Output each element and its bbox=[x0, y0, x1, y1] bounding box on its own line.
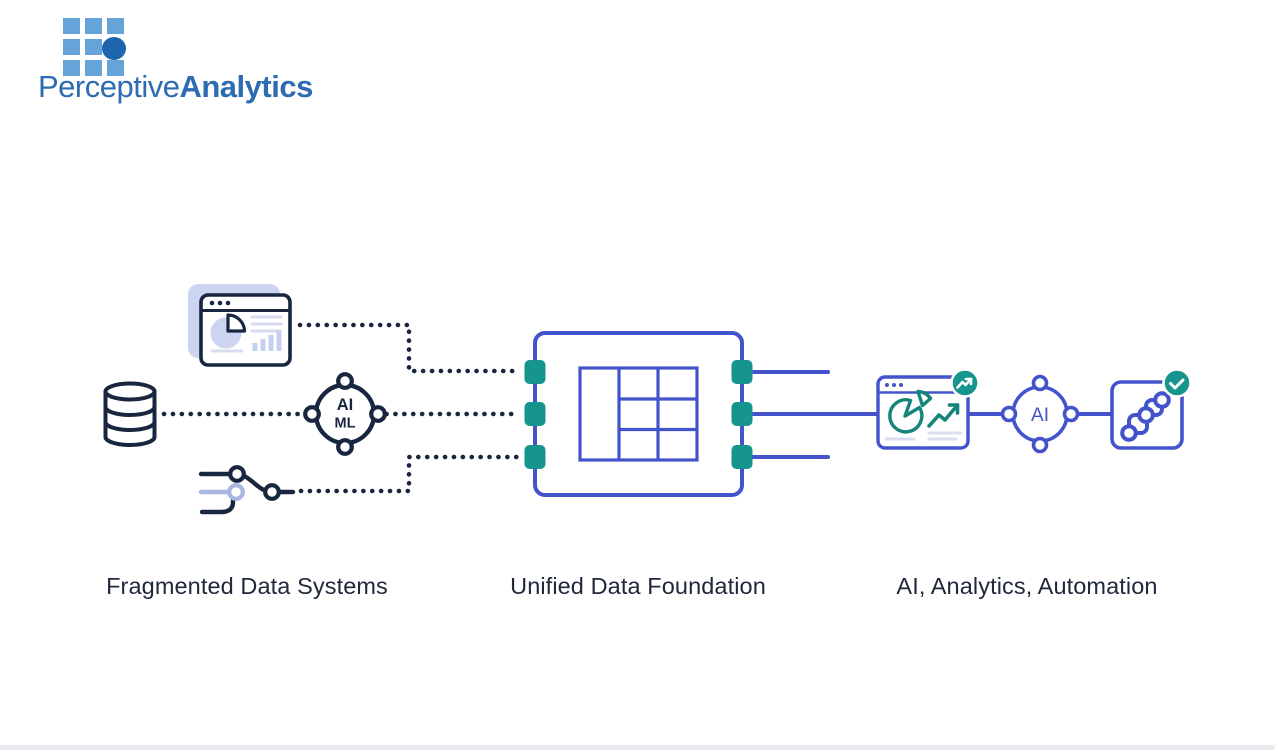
workflow-chain-icon bbox=[1110, 368, 1192, 450]
logo-word-analytics: Analytics bbox=[179, 69, 313, 104]
bar-chart-icon bbox=[252, 330, 282, 351]
check-badge-icon bbox=[1162, 368, 1192, 398]
stage-label-fragmented: Fragmented Data Systems bbox=[106, 573, 388, 599]
bottom-edge-strip bbox=[0, 745, 1275, 750]
ai-ml-processor-icon: AI ML bbox=[303, 372, 387, 456]
data-pipeline-icon bbox=[198, 465, 296, 515]
connector-ports bbox=[524, 360, 753, 469]
perceptive-analytics-logo: PerceptiveAnalytics bbox=[0, 0, 340, 120]
stage-label-outcomes: AI, Analytics, Automation bbox=[896, 573, 1158, 599]
ai-label: AI bbox=[1031, 405, 1049, 426]
growth-arrow-icon bbox=[927, 403, 960, 428]
logo-wordmark: PerceptiveAnalytics bbox=[38, 70, 313, 104]
aiml-label-ai: AI bbox=[337, 396, 354, 414]
connector-browser-to-box bbox=[297, 322, 520, 374]
connector-pipeline-to-box bbox=[298, 454, 520, 494]
trend-up-badge-icon bbox=[950, 368, 980, 398]
unified-data-table-icon bbox=[524, 331, 753, 497]
pie-chart-icon bbox=[888, 389, 933, 434]
analytics-browser-icon bbox=[188, 284, 292, 367]
ai-processor-icon: AI bbox=[1000, 374, 1080, 454]
dashboard-icon bbox=[876, 368, 980, 450]
logo-word-perceptive: Perceptive bbox=[38, 69, 180, 104]
database-icon bbox=[103, 381, 157, 447]
logo-dot-icon bbox=[102, 37, 126, 60]
aiml-label-ml: ML bbox=[335, 416, 356, 432]
stage-label-unified: Unified Data Foundation bbox=[510, 573, 766, 599]
